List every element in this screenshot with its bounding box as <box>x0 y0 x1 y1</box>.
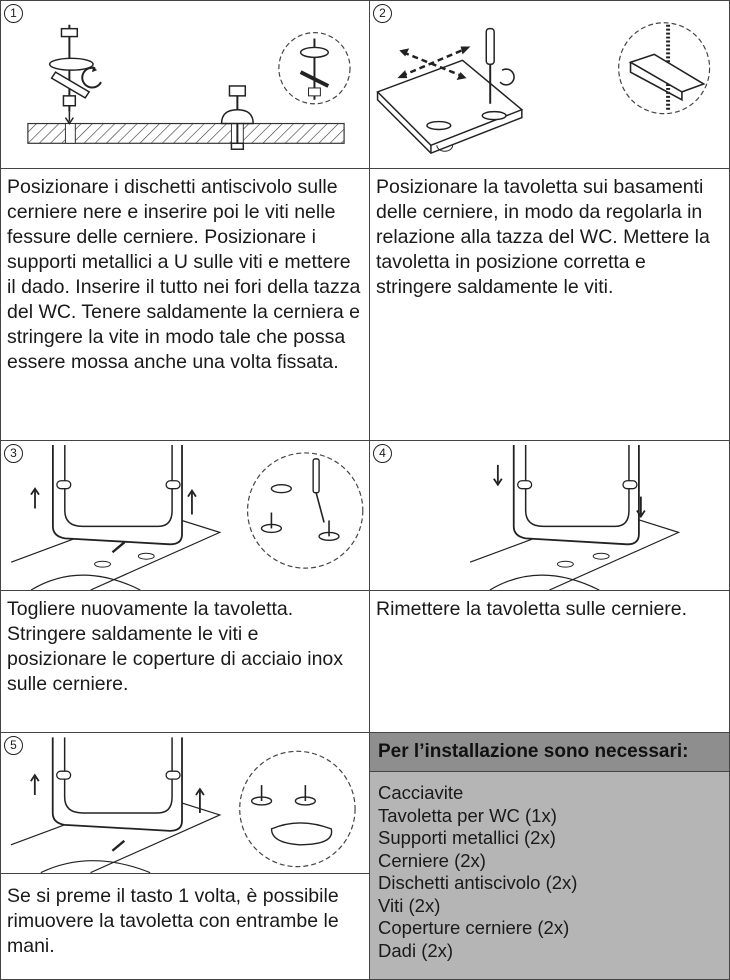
step-5-cell: 5 Se si preme il tasto 1 volta, è possib… <box>0 733 370 980</box>
seat-adjust-illustration <box>376 22 711 160</box>
step-3-text: Togliere nuovamente la tavoletta. String… <box>0 591 370 733</box>
step-4-text: Rimettere la tavoletta sulle cerniere. <box>370 591 730 733</box>
requirement-item: Coperture cerniere (2x) <box>378 917 570 938</box>
requirements-panel: Per l’installazione sono necessari: Cacc… <box>370 733 730 980</box>
figure-step-5: 5 <box>1 733 369 874</box>
quick-release-illustration <box>10 737 356 873</box>
step-number-1: 1 <box>4 4 23 23</box>
requirement-item: Tavoletta per WC (1x) <box>378 804 557 826</box>
step-number-2: 2 <box>373 4 392 23</box>
step-1-text: Posizionare i dischetti antiscivolo sull… <box>0 169 370 441</box>
requirement-item: Cacciavite <box>378 782 464 803</box>
requirement-item: Cerniere (2x) <box>378 849 486 871</box>
requirements-title: Per l’installazione sono necessari: <box>370 733 729 772</box>
requirements-list: Cacciavite Tavoletta per WC (1x) Support… <box>370 772 729 962</box>
requirement-item: Supporti metallici (2x) <box>378 827 556 848</box>
step-2-text: Posizionare la tavoletta sui basamenti d… <box>370 169 730 441</box>
step-number-4: 4 <box>373 444 392 463</box>
seat-remove-illustration <box>10 444 364 590</box>
requirement-item: Dischetti antiscivolo (2x) <box>378 872 578 893</box>
requirement-item: Dadi (2x) <box>378 939 454 961</box>
step-5-text: Se si preme il tasto 1 volta, è possibil… <box>7 885 339 957</box>
figure-step-3: 3 <box>0 441 370 591</box>
step-number-3: 3 <box>4 444 23 463</box>
requirement-item: Viti (2x) <box>378 894 441 916</box>
figure-step-4: 4 <box>370 441 730 591</box>
hinge-assembly-illustration <box>27 24 351 150</box>
step-number-5: 5 <box>4 736 23 755</box>
figure-step-2: 2 <box>370 0 730 169</box>
seat-replace-illustration <box>469 444 681 590</box>
figure-step-1: 1 <box>0 0 370 169</box>
